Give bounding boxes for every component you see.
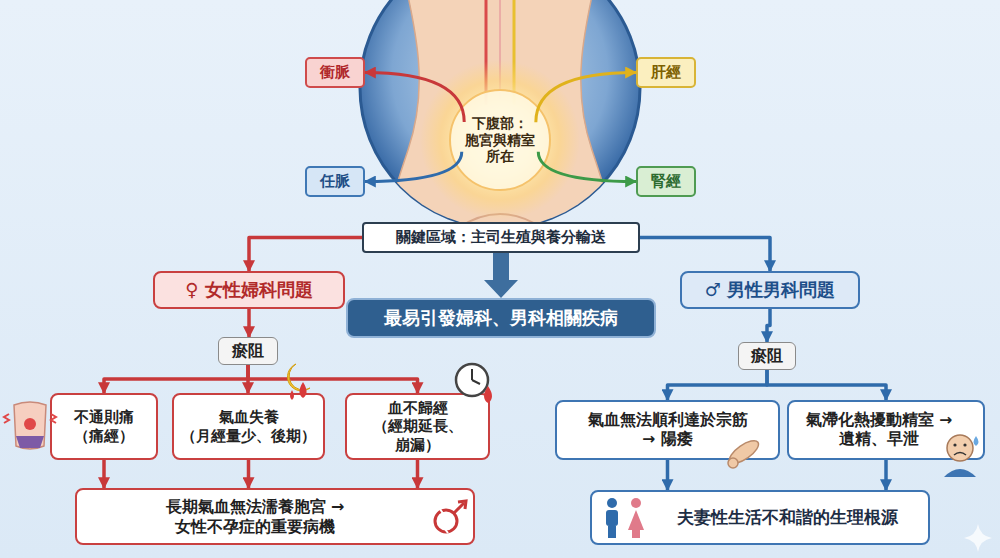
symptom-box: 氣血無法順利達於宗筋 → 陽痿 bbox=[555, 400, 780, 460]
meridian-tag: 衝脈 bbox=[305, 57, 365, 88]
moon-shape bbox=[288, 364, 310, 391]
glow-ring bbox=[450, 90, 550, 190]
frown bbox=[954, 453, 966, 456]
node-text: 長期氣血無法濡養胞宮 → 女性不孕症的重要病機 bbox=[97, 497, 413, 537]
connector-arrow bbox=[484, 253, 518, 298]
organ-shape bbox=[726, 437, 762, 468]
clock-icon bbox=[456, 364, 492, 403]
clock-hand bbox=[472, 380, 480, 384]
man-body bbox=[606, 510, 618, 526]
connector-arrow bbox=[767, 370, 886, 400]
clock-face bbox=[456, 364, 488, 396]
woman-legs bbox=[632, 530, 640, 538]
meridian-tag: 腎經 bbox=[636, 166, 696, 197]
category-box: ♀ 女性婦科問題 bbox=[153, 271, 345, 309]
node-text: 氣血無法順利達於宗筋 → 陽痿 bbox=[579, 411, 756, 450]
sweat-drop bbox=[974, 436, 979, 446]
node-text: 血不歸經 （經期延長、崩漏） bbox=[353, 399, 482, 453]
connector-arrow bbox=[247, 460, 251, 488]
symptom-box: 氣滯化熱擾動精室 → 遺精、早泄 bbox=[787, 400, 985, 460]
category-box: ♂ 男性男科問題 bbox=[680, 271, 860, 309]
key-box: 關鍵區域：主司生殖與養分輸送 bbox=[362, 222, 640, 253]
node-text: 衝脈 bbox=[320, 63, 350, 82]
node-text: 氣滯化熱擾動精室 → 遺精、早泄 bbox=[805, 411, 953, 450]
node-text: 關鍵區域：主司生殖與養分輸送 bbox=[396, 228, 606, 247]
blood-drop bbox=[300, 382, 307, 398]
blood-drop bbox=[290, 390, 294, 400]
outcome-box: 夫妻性生活不和諧的生理根源 bbox=[590, 490, 930, 545]
man-legs bbox=[608, 526, 616, 538]
organ-shape bbox=[728, 458, 738, 468]
moon-icon bbox=[288, 364, 310, 400]
symbol-arrow bbox=[454, 503, 464, 513]
connector-arrow bbox=[248, 365, 418, 393]
meridian-tag: 肝經 bbox=[636, 57, 696, 88]
couple-icon bbox=[606, 498, 644, 538]
eye bbox=[963, 443, 966, 446]
woman-head bbox=[631, 498, 641, 508]
pain-mark bbox=[4, 414, 9, 423]
center-circle: 下腹部： 胞宮與精室 所在 bbox=[455, 103, 545, 177]
symptom-box: 不通則痛 （痛經） bbox=[50, 393, 158, 460]
connector-arrow bbox=[247, 309, 251, 337]
connector-arrow bbox=[249, 238, 362, 272]
clock-hand bbox=[471, 369, 473, 380]
main-box: 最易引發婦科、男科相關疾病 bbox=[346, 298, 656, 338]
symptom-box: 氣血失養 （月經量少、後期） bbox=[172, 393, 325, 460]
face-shape bbox=[947, 435, 973, 461]
belly-shape bbox=[14, 402, 46, 449]
node-text: 任脈 bbox=[320, 172, 350, 191]
meridian-tag: 任脈 bbox=[305, 166, 365, 197]
connector-arrow bbox=[538, 152, 636, 182]
underwear-shape bbox=[16, 436, 44, 448]
symptom-box: 血不歸經 （經期延長、崩漏） bbox=[345, 393, 490, 460]
connector-arrow bbox=[102, 460, 106, 488]
node-text: 夫妻性生活不和諧的生理根源 bbox=[677, 507, 898, 528]
node-text: 最易引發婦科、男科相關疾病 bbox=[384, 307, 618, 330]
man-head bbox=[607, 498, 617, 508]
connector-arrow bbox=[666, 460, 670, 490]
pain-mark bbox=[51, 414, 56, 423]
watermark-star bbox=[964, 524, 992, 552]
node-text: 下腹部： 胞宮與精室 所在 bbox=[455, 115, 545, 166]
connector-arrow bbox=[767, 309, 770, 342]
connector-arrow bbox=[104, 365, 248, 393]
connector-arrow bbox=[365, 73, 464, 123]
node-text: 肝經 bbox=[651, 63, 681, 82]
shirt-shape bbox=[944, 469, 976, 477]
blood-drop bbox=[484, 386, 492, 403]
pain-spot bbox=[24, 418, 36, 430]
node-text: ♂ 男性男科問題 bbox=[705, 279, 835, 302]
connector-arrow bbox=[536, 73, 636, 123]
eye bbox=[953, 443, 956, 446]
node-text: 氣血失養 （月經量少、後期） bbox=[180, 408, 317, 444]
body-skin bbox=[380, 0, 620, 240]
connector-arrow bbox=[365, 152, 462, 182]
node-text: 瘀阻 bbox=[751, 346, 783, 366]
node-text: 瘀阻 bbox=[232, 341, 264, 361]
woman-dress bbox=[628, 510, 644, 530]
broken-male-icon bbox=[435, 501, 466, 533]
outcome-box: 長期氣血無法濡養胞宮 → 女性不孕症的重要病機 bbox=[75, 488, 475, 545]
sad-face-icon bbox=[944, 435, 979, 477]
cramp-icon bbox=[4, 402, 56, 449]
symbol-arrow bbox=[458, 501, 466, 509]
glow bbox=[420, 60, 580, 220]
body-figure bbox=[380, 0, 620, 240]
male-organ-icon bbox=[726, 437, 762, 468]
symbol-ring bbox=[435, 510, 457, 532]
connector-arrow bbox=[416, 460, 420, 488]
node-text: 不通則痛 （痛經） bbox=[58, 408, 150, 444]
cause-box: 瘀阻 bbox=[218, 337, 278, 365]
connector-arrow bbox=[884, 460, 888, 490]
node-text: 腎經 bbox=[651, 172, 681, 191]
symbol-crack bbox=[440, 509, 448, 533]
connector-arrow bbox=[668, 370, 768, 400]
node-text: ♀ 女性婦科問題 bbox=[185, 279, 312, 302]
cause-box: 瘀阻 bbox=[738, 342, 796, 370]
connector-arrow bbox=[640, 238, 770, 272]
